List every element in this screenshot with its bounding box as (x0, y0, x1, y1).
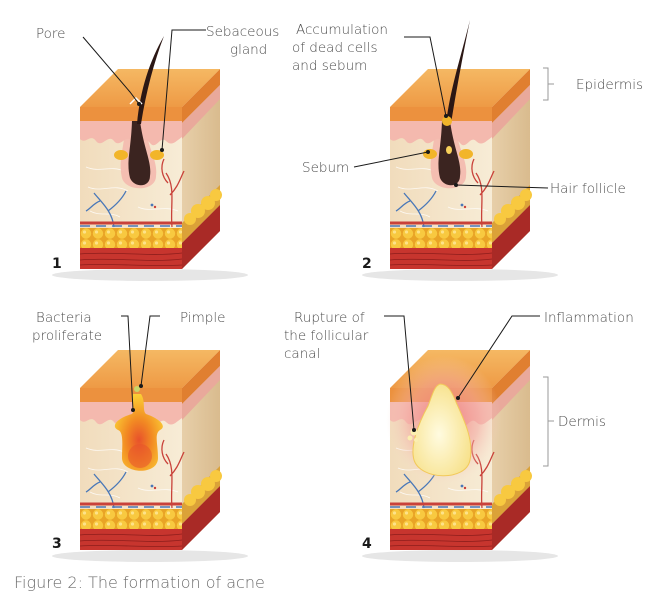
pus-sac (412, 383, 472, 477)
sebaceous-gland-left-1 (114, 150, 128, 160)
dermis-brace (543, 376, 554, 467)
sebum-blob-right (459, 149, 473, 159)
leader-accumulation (404, 36, 447, 117)
hair-follicle-1 (128, 121, 151, 186)
label-bacteria-line1: Bacteria (36, 310, 92, 326)
leader-inflammation (457, 315, 540, 399)
leader-sebaceous-gland (161, 29, 206, 151)
panel-number-1: 1 (52, 256, 62, 272)
label-accumulation-line3: and sebum (292, 58, 367, 74)
label-rupture-line2: the follicular (284, 328, 369, 344)
epidermis-brace (543, 67, 554, 101)
label-rupture-line3: canal (284, 346, 320, 362)
label-sebaceous-gland-line2: gland (230, 42, 267, 58)
label-bacteria-line2: proliferate (32, 328, 102, 344)
label-accumulation-line1: Accumulation (296, 22, 388, 38)
panel-4: Rupture of the follicular canal Inflamma… (284, 310, 634, 564)
label-epidermis: Epidermis (576, 77, 643, 93)
leader-hair-follicle (455, 184, 549, 189)
label-pimple: Pimple (180, 310, 225, 326)
panel-number-4: 4 (362, 536, 372, 552)
figure-caption: Figure 2: The formation of acne (14, 573, 265, 592)
panel-number-2: 2 (362, 256, 372, 272)
panel-2: Accumulation of dead cells and sebum Seb… (292, 20, 643, 283)
pore-opening-3 (134, 386, 140, 392)
label-rupture-line1: Rupture of (294, 310, 365, 326)
panel-1: Pore Sebaceous gland 1 (36, 24, 279, 283)
leader-pore (82, 36, 140, 105)
leader-sebum (353, 151, 429, 168)
sebaceous-gland-right-1 (150, 150, 164, 160)
leader-pimple (140, 315, 160, 387)
label-sebaceous-gland-line1: Sebaceous (206, 24, 279, 40)
dead-cells-plug (442, 116, 452, 126)
label-dermis: Dermis (558, 414, 606, 430)
label-sebum: Sebum (302, 160, 349, 176)
label-accumulation-line2: of dead cells (292, 40, 378, 56)
panel-3: Bacteria proliferate Pimple 3 (32, 310, 250, 564)
label-inflammation: Inflammation (544, 310, 634, 326)
hair-1 (137, 36, 164, 124)
label-hair-follicle: Hair follicle (550, 181, 626, 197)
panel-number-3: 3 (52, 536, 62, 552)
leader-bacteria (121, 315, 134, 411)
label-pore: Pore (36, 26, 65, 42)
hair-2 (446, 20, 470, 124)
leader-rupture (384, 315, 415, 431)
sebum-blob-left (423, 149, 437, 159)
